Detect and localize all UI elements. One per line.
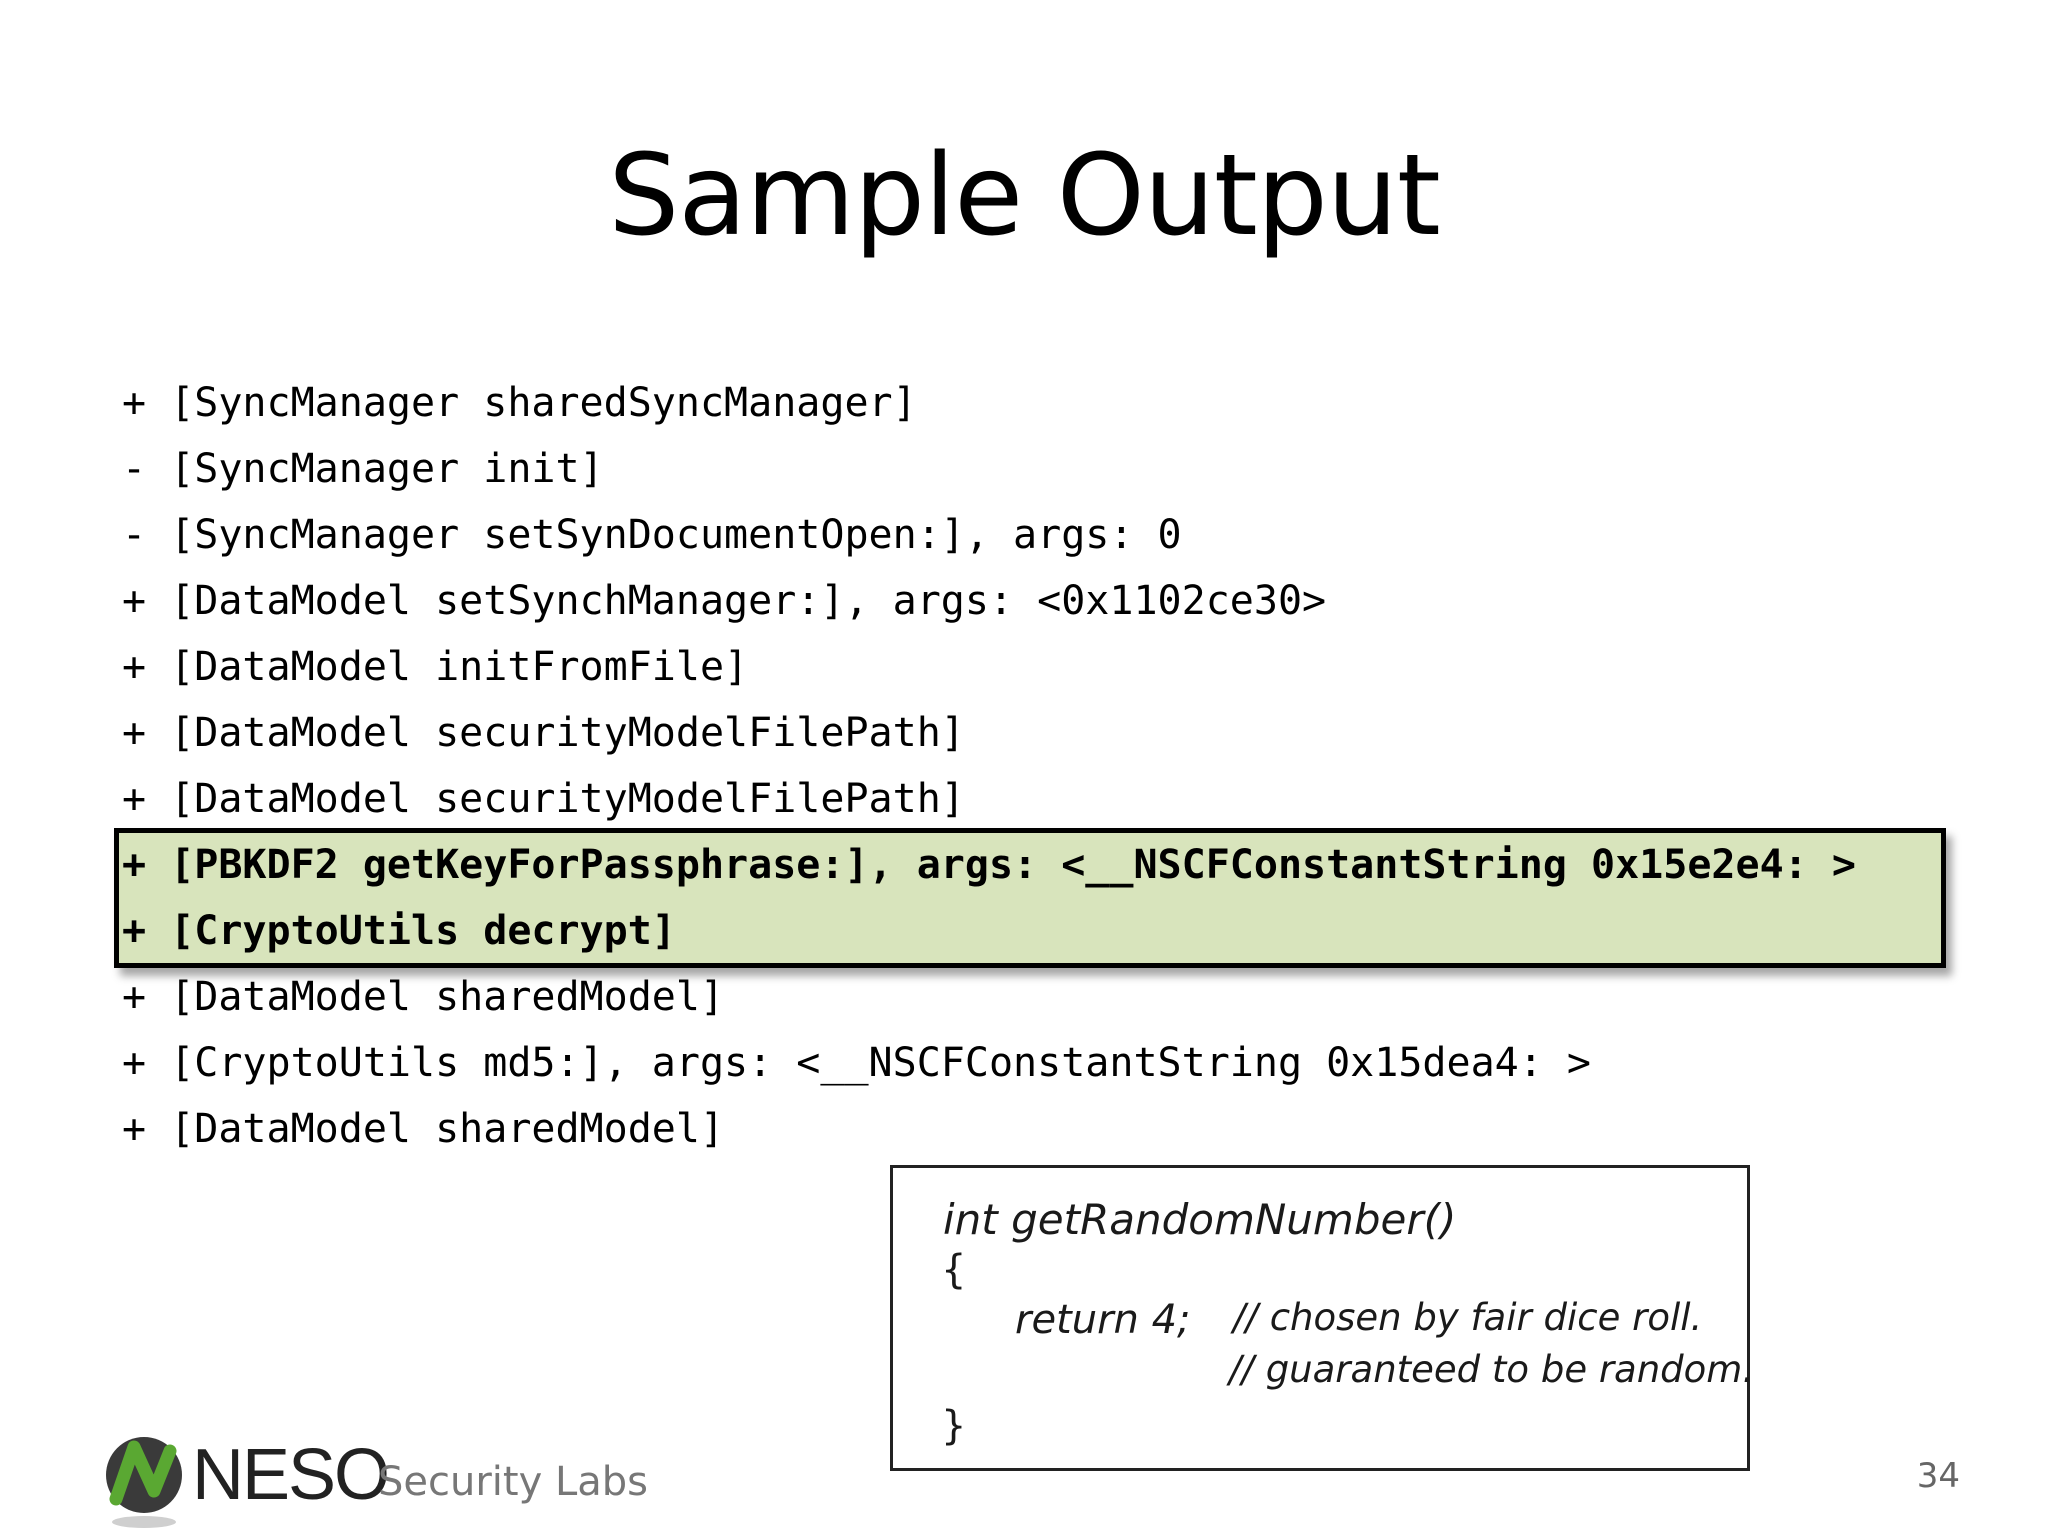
logo-wordmark: NESO xyxy=(192,1435,390,1515)
log-line-highlighted: + [CryptoUtils decrypt] xyxy=(122,908,676,954)
comic-signature: int getRandomNumber() xyxy=(943,1195,1457,1244)
log-line-highlighted: + [PBKDF2 getKeyForPassphrase:], args: <… xyxy=(122,842,1856,888)
log-line: + [SyncManager sharedSyncManager] xyxy=(122,380,917,426)
log-line: + [DataModel initFromFile] xyxy=(122,644,749,690)
comic-close-brace: } xyxy=(941,1403,967,1449)
comic-return: return 4; xyxy=(1015,1297,1191,1343)
log-line: + [DataModel sharedModel] xyxy=(122,1106,725,1152)
comic-panel: int getRandomNumber() { return 4; // cho… xyxy=(890,1165,1754,1471)
logo-subtitle: Security Labs xyxy=(378,1459,648,1505)
slide-title: Sample Output xyxy=(608,131,1441,261)
company-logo: NESO Security Labs xyxy=(104,1425,664,1535)
log-line: + [DataModel securityModelFilePath] xyxy=(122,776,965,822)
log-line: - [SyncManager setSynDocumentOpen:], arg… xyxy=(122,512,1182,558)
log-line: + [DataModel setSynchManager:], args: <0… xyxy=(122,578,1327,624)
log-line: + [CryptoUtils md5:], args: <__NSCFConst… xyxy=(122,1040,1592,1086)
comic-comment-1: // chosen by fair dice roll. xyxy=(1233,1296,1703,1339)
page-number: 34 xyxy=(1916,1456,1960,1496)
highlight-box xyxy=(114,828,1946,968)
log-line: + [DataModel securityModelFilePath] xyxy=(122,710,965,756)
log-line: - [SyncManager init] xyxy=(122,446,604,492)
neso-n-logo-icon xyxy=(106,1437,182,1528)
comic-open-brace: { xyxy=(941,1247,967,1293)
comic-comment-2: // guaranteed to be random. xyxy=(1229,1348,1755,1391)
log-output: + [SyncManager sharedSyncManager] - [Syn… xyxy=(122,370,1962,1162)
log-line: + [DataModel sharedModel] xyxy=(122,974,725,1020)
